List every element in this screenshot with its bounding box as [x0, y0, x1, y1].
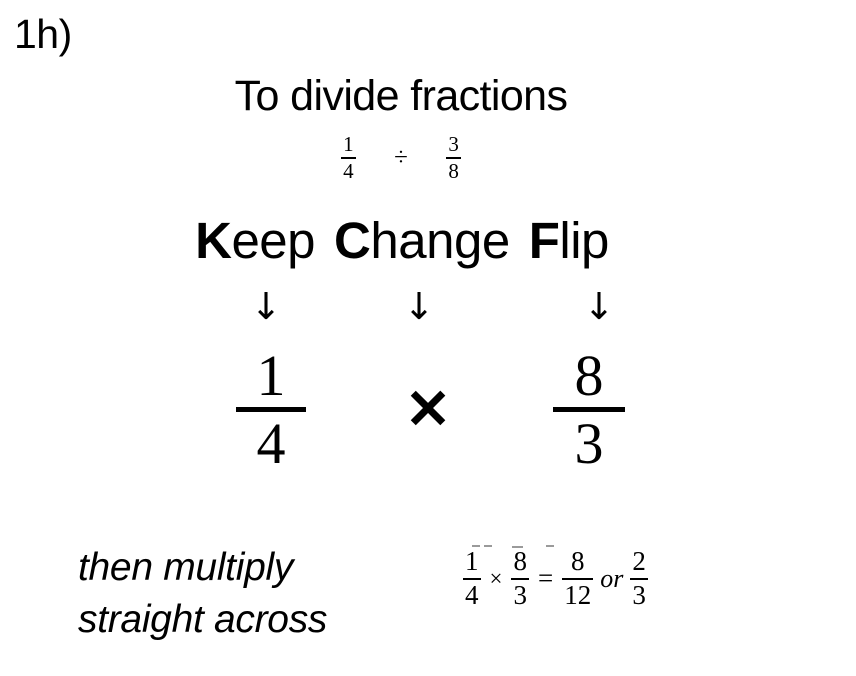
division-example: 1 4 ÷ 3 8 — [0, 132, 829, 184]
mnemonic-initial-k: K — [195, 212, 232, 269]
or-label: or — [600, 563, 624, 593]
page-title: To divide fractions — [234, 72, 568, 120]
fraction-denominator: 3 — [574, 411, 604, 477]
fraction-numerator: 8 — [574, 343, 604, 408]
instruction-note: then multiply straight across — [78, 542, 327, 646]
fraction-bar — [511, 577, 529, 580]
times-operator-icon: × — [489, 565, 503, 591]
fraction-numerator: 8 — [513, 546, 527, 576]
multiplication-right-fraction: 8 3 — [553, 346, 625, 473]
mnemonic-initial-c: C — [334, 212, 371, 269]
fraction-numerator: 3 — [448, 132, 459, 156]
division-right-fraction: 3 8 — [446, 132, 461, 184]
result-product-fraction: 8 12 — [562, 546, 594, 610]
mnemonic-rest-change: hange — [370, 212, 510, 269]
fraction-denominator: 3 — [513, 579, 527, 610]
equals-operator-icon: = — [537, 563, 554, 594]
fraction-bar — [562, 577, 594, 580]
fraction-denominator: 3 — [632, 579, 646, 610]
mnemonic-rest-keep: eep — [231, 212, 316, 269]
instruction-line-2: straight across — [78, 597, 328, 641]
clipped-artifact — [512, 546, 523, 548]
fraction-numerator: 1 — [256, 343, 286, 408]
problem-label: 1h) — [14, 11, 72, 57]
fraction-denominator: 4 — [256, 411, 286, 477]
arrow-row: ↓ ↓ ↓ — [0, 288, 856, 334]
fraction-bar — [446, 157, 461, 160]
down-arrow-icon-flip: ↓ — [583, 285, 615, 328]
fraction-bar — [236, 407, 306, 413]
down-arrow-icon-change: ↓ — [403, 285, 435, 328]
multiplication-example: 1 4 ✕ 8 3 — [0, 346, 856, 486]
fraction-numerator: 1 — [465, 546, 479, 576]
fraction-denominator: 12 — [564, 579, 592, 610]
fraction-denominator: 4 — [343, 159, 354, 184]
clipped-artifact — [484, 545, 492, 547]
mnemonic-word-change: Change — [334, 212, 510, 269]
result-first-fraction: 1 4 — [463, 546, 481, 610]
instruction-line-1: then multiply — [78, 546, 294, 589]
mnemonic-word-keep: Keep — [195, 212, 315, 269]
keep-change-flip-heading: Keep Change Flip — [0, 212, 830, 269]
mnemonic-word-flip: Flip — [528, 212, 610, 269]
fraction-denominator: 8 — [448, 159, 459, 184]
fraction-numerator: 8 — [570, 546, 585, 576]
clipped-artifact — [472, 545, 480, 547]
fraction-bar — [463, 577, 481, 580]
fraction-bar — [630, 577, 648, 580]
result-second-fraction: 8 3 — [511, 546, 529, 610]
result-simplified-fraction: 2 3 — [630, 546, 648, 610]
multiplication-operator-icon: ✕ — [404, 378, 452, 440]
fraction-numerator: 1 — [343, 132, 354, 156]
multiplication-left-fraction: 1 4 — [236, 346, 306, 473]
fraction-denominator: 4 — [465, 579, 479, 610]
mnemonic-rest-flip: lip — [559, 212, 609, 269]
fraction-bar — [341, 157, 356, 160]
result-equation: 1 4 × 8 3 = 8 12 or 2 3 — [463, 546, 648, 610]
mnemonic-initial-f: F — [528, 212, 560, 269]
division-operator-icon: ÷ — [394, 144, 408, 172]
clipped-artifact — [546, 545, 554, 547]
fraction-bar — [553, 407, 625, 413]
down-arrow-icon-keep: ↓ — [250, 285, 282, 328]
fraction-numerator: 2 — [632, 546, 646, 576]
division-left-fraction: 1 4 — [341, 132, 356, 184]
